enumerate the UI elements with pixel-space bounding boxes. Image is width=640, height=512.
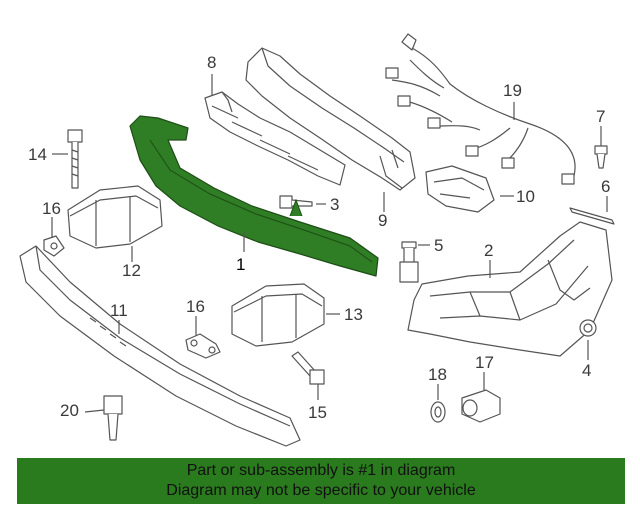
part-clip-7[interactable] [594, 145, 608, 169]
part-ring-18[interactable] [430, 401, 446, 423]
part-wiring-harness-19[interactable] [385, 33, 576, 185]
callout-8: 8 [207, 53, 217, 72]
part-molding-6[interactable] [569, 207, 615, 225]
callout-6: 6 [601, 177, 611, 196]
part-sensor-17[interactable] [461, 389, 501, 423]
callout-7: 7 [596, 107, 606, 126]
part-bolt-14[interactable] [67, 129, 83, 189]
callout-17: 17 [475, 353, 494, 372]
callout-14: 14 [28, 145, 47, 164]
part-clip-16a[interactable] [43, 235, 65, 257]
callout-13: 13 [344, 305, 363, 324]
callout-5: 5 [434, 236, 444, 255]
banner-line-1: Part or sub-assembly is #1 in diagram [186, 462, 456, 479]
leader-lines [51, 74, 608, 413]
callout-16a: 16 [42, 199, 61, 218]
part-reinforcement-9[interactable] [245, 47, 416, 191]
part-impact-bar-1-highlighted[interactable] [129, 115, 379, 277]
part-absorber-8[interactable] [204, 91, 346, 186]
callout-10: 10 [516, 187, 535, 206]
banner-line-2: Diagram may not be specific to your vehi… [166, 482, 476, 499]
callout-2: 2 [484, 241, 494, 260]
callout-19: 19 [503, 81, 522, 100]
part-pin-5[interactable] [399, 241, 419, 283]
callout-20: 20 [60, 401, 79, 420]
callout-1: 1 [236, 255, 246, 274]
part-bracket-10[interactable] [425, 165, 495, 213]
part-bracket-13[interactable] [231, 283, 325, 347]
part-bracket-12[interactable] [67, 185, 163, 249]
callout-15: 15 [308, 403, 327, 422]
part-sensor-20[interactable] [103, 395, 123, 441]
callout-9: 9 [378, 211, 388, 230]
part-clip-16b[interactable] [185, 333, 221, 359]
part-lower-absorber-11[interactable] [19, 245, 301, 447]
callout-16b: 16 [186, 297, 205, 316]
callout-11: 11 [110, 301, 128, 320]
part-bolt-15[interactable] [291, 351, 325, 385]
info-banner: Part or sub-assembly is #1 in diagram Di… [17, 458, 625, 504]
callout-4: 4 [582, 361, 592, 380]
callout-18: 18 [428, 365, 447, 384]
part-grommet-4[interactable] [579, 319, 597, 337]
callout-12: 12 [122, 261, 141, 280]
callout-3: 3 [330, 195, 340, 214]
parts-diagram [19, 33, 615, 447]
